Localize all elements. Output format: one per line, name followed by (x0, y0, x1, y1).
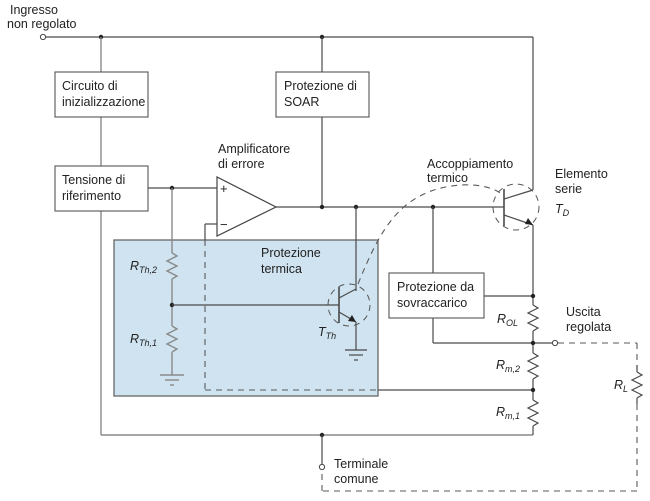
rm1-symbol: Rm,1 (496, 405, 520, 421)
rth-divider (160, 188, 184, 386)
series-element-label-1: Elemento (555, 167, 608, 181)
amp-plus-sign: + (220, 181, 228, 196)
rth1-symbol: RTh,1 (130, 332, 157, 348)
overload-protection-block (388, 272, 485, 319)
input-label-2: non regolato (7, 17, 77, 31)
feedback-dashed (204, 223, 533, 391)
rl-symbol: RL (614, 378, 628, 394)
tth-symbol: TTh (318, 325, 336, 341)
soar-block-label-2: SOAR (284, 95, 319, 109)
reference-voltage-block (54, 165, 149, 212)
output-terminal[interactable] (551, 339, 559, 347)
overload-block-label-2: sovraccarico (397, 296, 467, 310)
junction-dot (530, 387, 536, 393)
init-block-label-1: Circuito di (62, 79, 118, 93)
right-column (526, 225, 540, 435)
coupling-label-1: Accoppiamento (427, 157, 513, 171)
error-amplifier (216, 176, 278, 237)
junction-dot (319, 204, 325, 210)
amplifier-label-1: Amplificatore (218, 142, 290, 156)
common-label-1: Terminale (334, 457, 388, 471)
thermal-coupling-curve (357, 184, 504, 285)
thermal-block-label-1: Protezione (261, 246, 321, 260)
coupling-label-2: termico (427, 171, 468, 185)
junction-dot (530, 293, 536, 299)
series-transistor (492, 183, 540, 231)
thermal-block-label-2: termica (261, 262, 302, 276)
thermal-protection-region (113, 239, 379, 397)
output-label-1: Uscita (566, 305, 601, 319)
series-element-label-2: serie (555, 182, 582, 196)
thermal-transistor (327, 283, 371, 361)
init-circuit-block (54, 71, 149, 118)
rol-symbol: ROL (497, 312, 518, 328)
rth2-symbol: RTh,2 (130, 259, 157, 275)
input-terminal[interactable] (39, 33, 47, 41)
td-symbol: TD (555, 202, 570, 218)
init-block-label-2: inizializzazione (62, 95, 145, 109)
amplifier-label-2: di errore (218, 157, 265, 171)
overload-block-label-1: Protezione da (397, 280, 474, 294)
rm2-symbol: Rm,2 (496, 358, 520, 374)
output-label-2: regolata (566, 320, 611, 334)
load-loop (321, 342, 644, 492)
input-label-1: Ingresso (10, 3, 58, 17)
top-rail (46, 36, 534, 190)
common-terminal[interactable] (318, 463, 326, 471)
reference-block-label-1: Tensione di (62, 173, 125, 187)
common-label-2: comune (334, 472, 379, 486)
amp-minus-sign: − (220, 217, 228, 232)
junction-dot (530, 340, 536, 346)
reference-block-label-2: riferimento (62, 189, 121, 203)
soar-block-label-1: Protezione di (284, 79, 357, 93)
soar-protection-block (275, 71, 370, 118)
